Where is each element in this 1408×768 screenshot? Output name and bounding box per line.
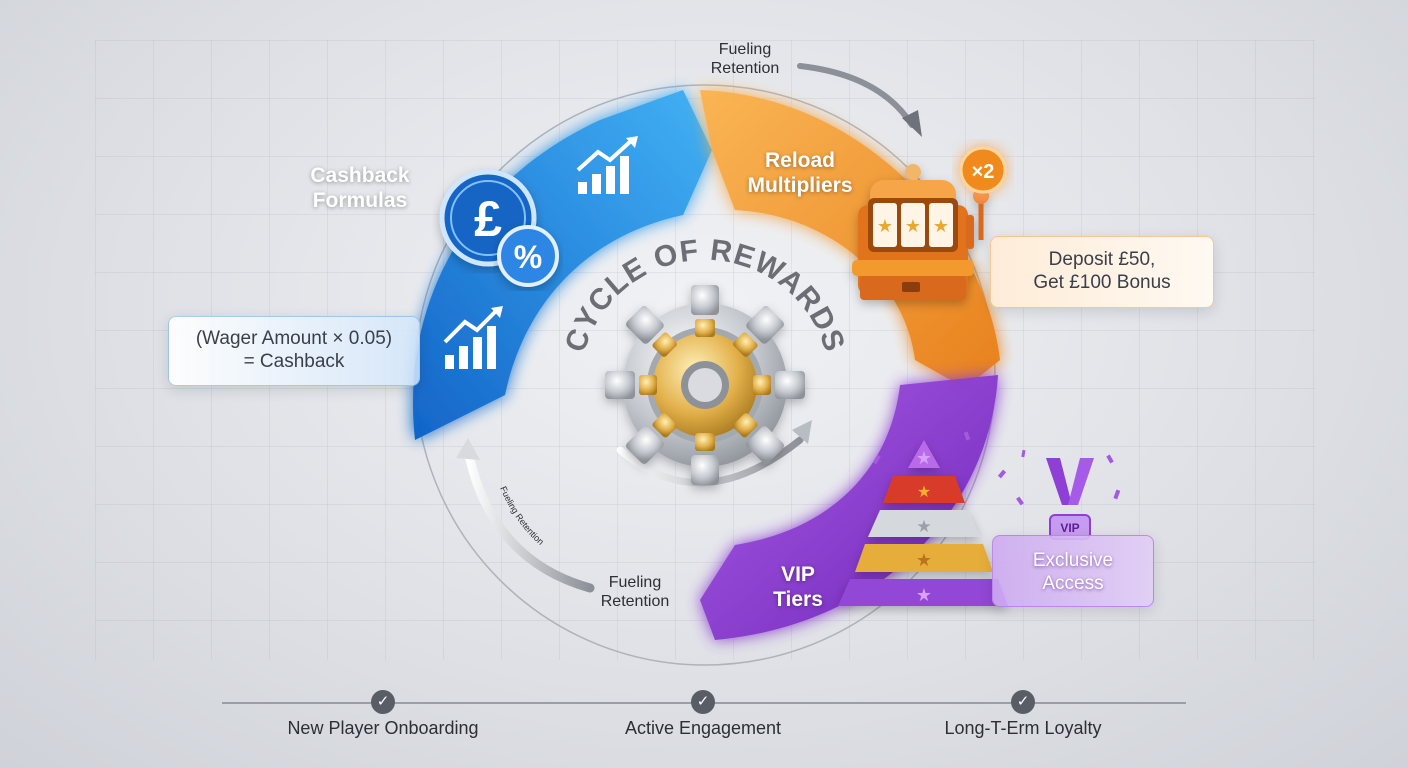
gear-swoosh-arrowhead (792, 420, 812, 444)
stage-onboarding: New Player Onboarding (287, 718, 479, 738)
reload-offer-line2: Get £100 Bonus (1033, 271, 1171, 293)
gear-icon (605, 285, 805, 485)
exclusive-access-line1: Exclusive (1032, 550, 1114, 571)
check-icon-onboarding: ✓ (371, 690, 395, 714)
percent-coin-icon: % (497, 225, 559, 287)
bottom-connector-label: Fueling Retention (600, 574, 670, 611)
svg-text:★: ★ (916, 585, 932, 605)
bar-chart-up-icon (576, 136, 638, 194)
exclusive-access-line2: Access (1042, 572, 1104, 594)
stage-engagement: Active Engagement (624, 718, 782, 738)
svg-text:★: ★ (877, 216, 893, 236)
svg-text:%: % (514, 239, 542, 275)
cashback-formula-line2: = Cashback (243, 350, 345, 372)
check-icon-engagement: ✓ (691, 690, 715, 714)
exclusive-access-card: Exclusive Access (992, 535, 1154, 607)
cashback-formula-card: (Wager Amount × 0.05) = Cashback (168, 316, 420, 386)
reload-segment[interactable] (700, 90, 1000, 388)
reload-offer-line1: Deposit £50, (1048, 249, 1156, 270)
reload-title: Reload Multipliers (747, 149, 853, 198)
vip-medal-icon: VIP (1046, 458, 1094, 540)
svg-text:★: ★ (905, 216, 921, 236)
svg-text:★: ★ (916, 448, 932, 468)
cashback-title: Cashback Formulas (310, 164, 410, 213)
stage-loyalty: Long-T-Erm Loyalty (944, 718, 1102, 738)
top-connector-arrow (797, 63, 915, 128)
svg-text:★: ★ (916, 550, 932, 570)
top-connector-label: Fueling Retention (710, 41, 780, 78)
check-icon-loyalty: ✓ (1011, 690, 1035, 714)
svg-text:★: ★ (916, 517, 931, 536)
svg-text:VIP: VIP (1060, 521, 1079, 535)
slot-machine-icon: ★ ★ ★ (852, 164, 989, 300)
multiplier-badge-icon: ×2 (959, 146, 1007, 194)
top-connector-arrowhead (902, 110, 922, 137)
cashback-formula-line1: (Wager Amount × 0.05) (195, 328, 393, 349)
bar-chart-up-icon-lower (443, 306, 503, 369)
bottom-connector-arrow (463, 445, 595, 593)
svg-text:£: £ (474, 191, 502, 247)
confetti-decoration (872, 431, 1121, 506)
bottom-connector-arrowhead (456, 438, 480, 460)
svg-text:★: ★ (917, 484, 931, 501)
vip-title: VIP Tiers (773, 563, 823, 612)
svg-text:×2: ×2 (972, 161, 995, 183)
tier-pyramid-icon: ★ ★ ★ ★ ★ (838, 440, 1008, 606)
reload-offer-card: Deposit £50, Get £100 Bonus (990, 236, 1214, 308)
svg-text:★: ★ (933, 216, 949, 236)
